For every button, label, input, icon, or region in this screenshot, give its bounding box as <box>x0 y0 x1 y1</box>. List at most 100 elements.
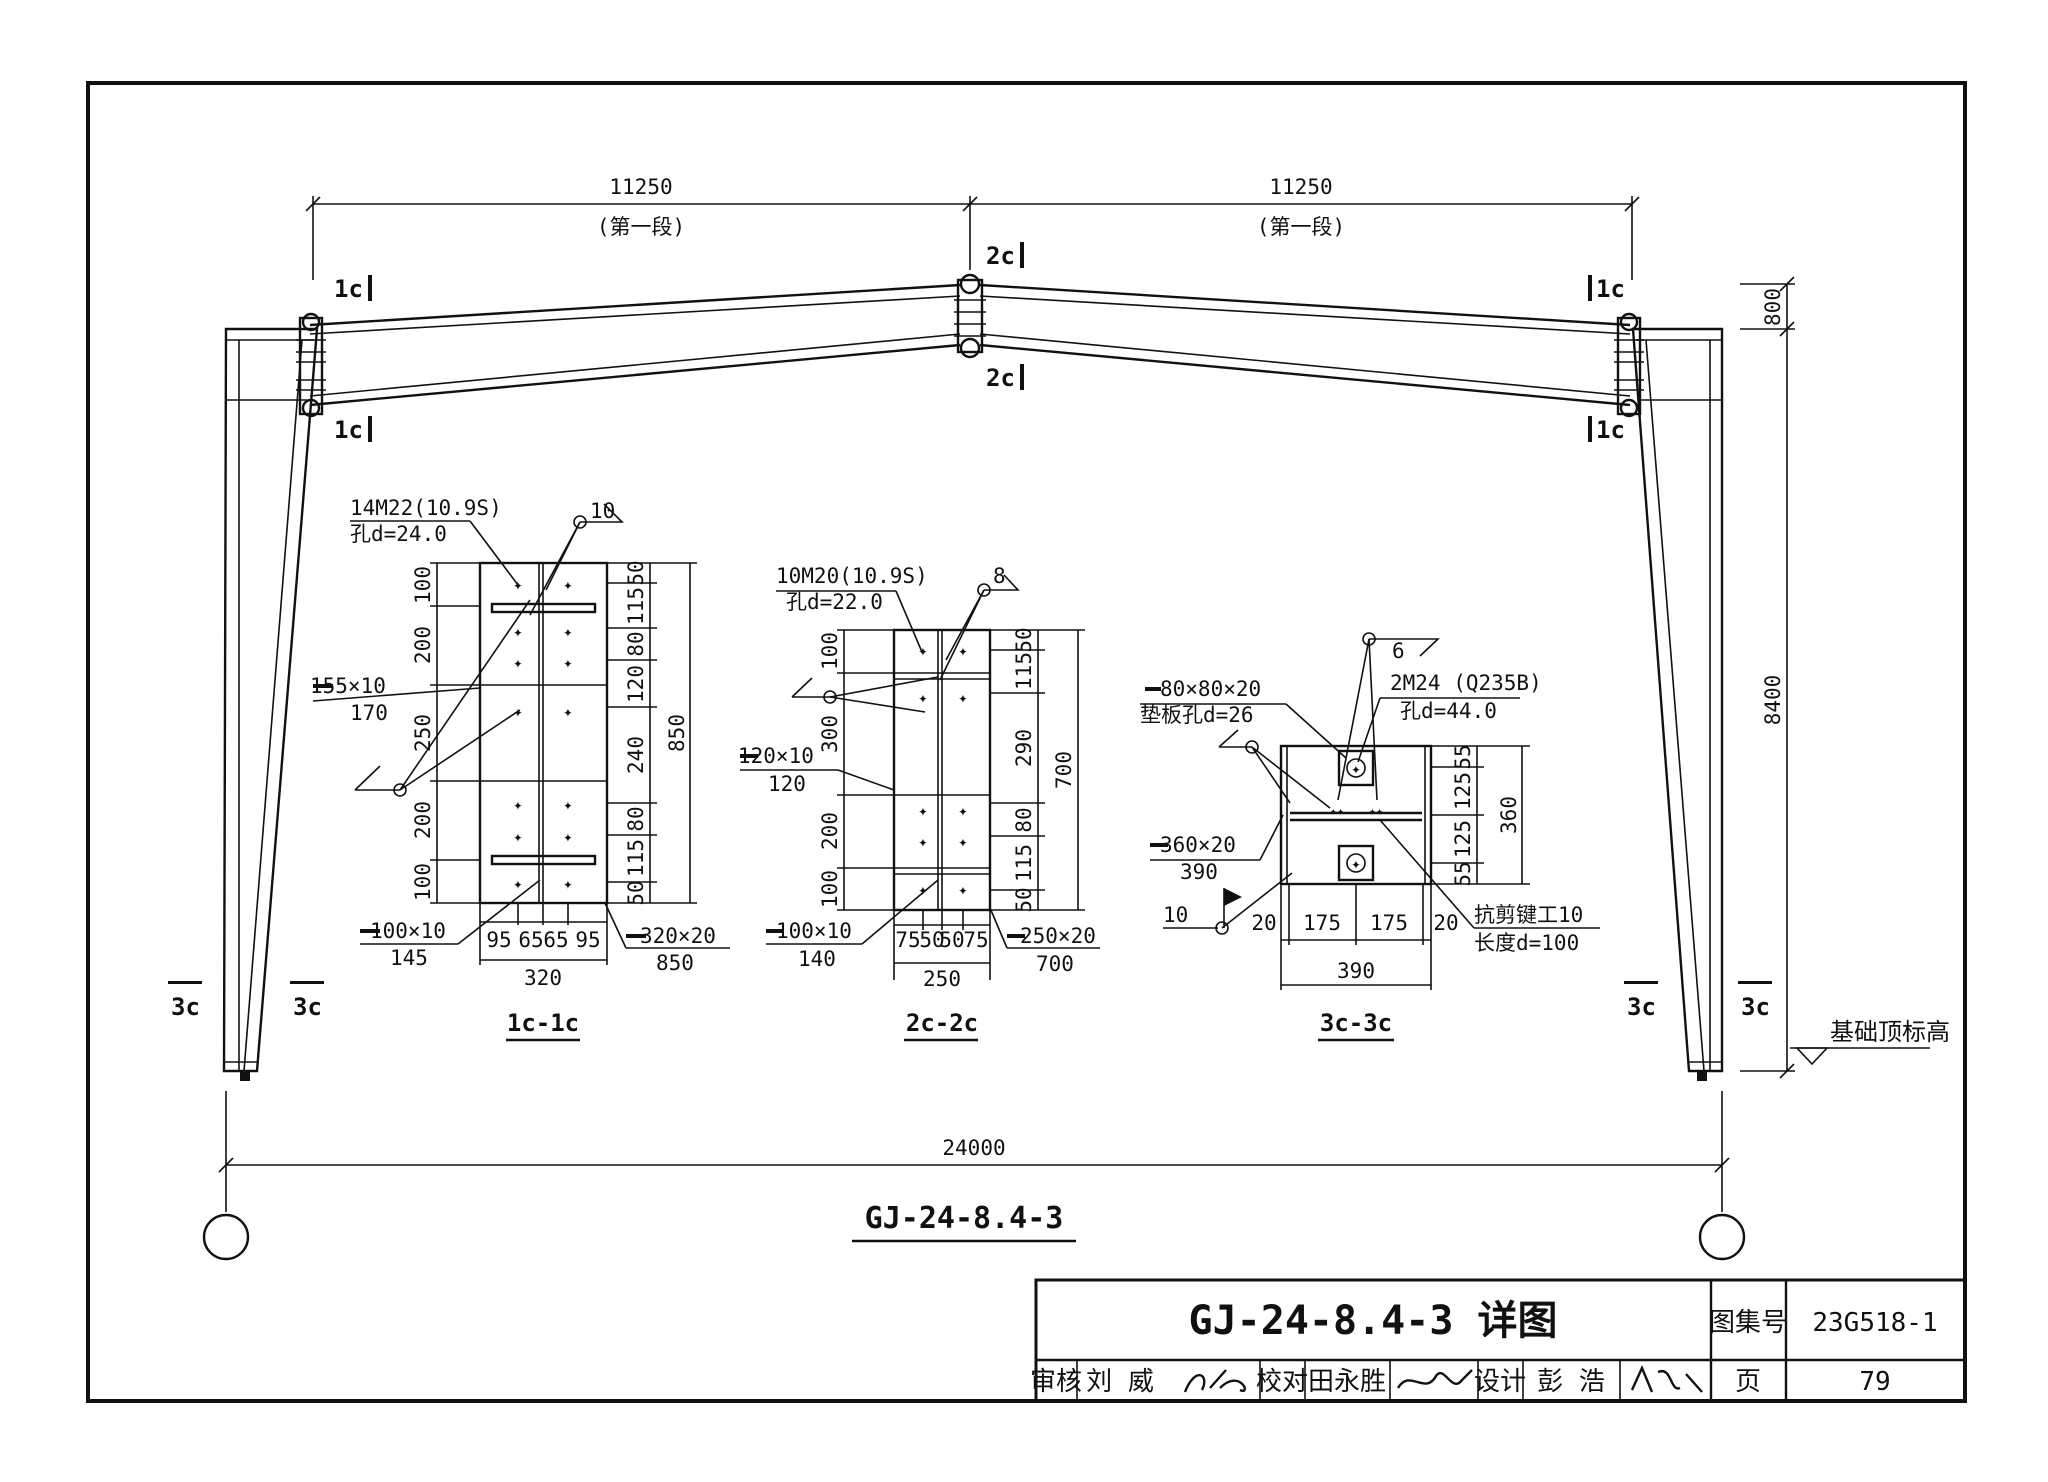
haunch-dim: 800 <box>1761 288 1785 326</box>
cut-1c-top-right: 1c <box>1596 275 1625 303</box>
svg-text:✦: ✦ <box>918 880 928 899</box>
dim-2c-right-3: 290 <box>1012 729 1036 767</box>
ridge-joint <box>954 273 986 359</box>
section-cut-markers: 1c 1c 2c 2c 1c 1c 3c 3c 3c 3c <box>168 242 1772 1021</box>
design-name: 彭 浩 <box>1537 1367 1605 1397</box>
plate-1c-b: 850 <box>656 951 694 975</box>
portal-frame: 1c 1c 2c 2c 1c 1c 3c 3c 3c 3c <box>168 175 1950 1261</box>
svg-text:✦: ✦ <box>563 827 573 846</box>
section-2c-title: 2c-2c <box>906 1009 978 1037</box>
dim-3c-right-4: 55 <box>1451 861 1475 886</box>
span-left-dim: 11250 <box>609 175 672 199</box>
frame-title: GJ-24-8.4-3 <box>865 1201 1064 1236</box>
atlas-label: 图集号 <box>1709 1308 1787 1338</box>
svg-text:✦: ✦ <box>958 832 968 851</box>
weld-3c-top: 6 <box>1392 639 1405 663</box>
cut-3c-3: 3c <box>1627 993 1656 1021</box>
plate-2c-b: 700 <box>1036 952 1074 976</box>
stiffener-2c-top-b: 120 <box>768 772 806 796</box>
dim-3c-right-3: 125 <box>1451 820 1475 858</box>
drawing-title: GJ-24-8.4-3 详图 <box>1189 1298 1558 1344</box>
svg-text:✦: ✦ <box>563 874 573 893</box>
left-rafter <box>309 283 961 407</box>
dim-1c-right-4: 120 <box>624 665 648 703</box>
dim-2c-right-4: 80 <box>1012 807 1036 832</box>
dim-1c-bottom-3: 65 <box>543 928 568 952</box>
cut-2c-top: 2c <box>986 242 1015 270</box>
axis-bubble-right <box>1698 1213 1746 1261</box>
review-label: 审核 <box>1030 1367 1082 1397</box>
height-dim: 8400 <box>1761 675 1785 726</box>
svg-text:✦: ✦ <box>513 874 523 893</box>
dim-1c-width: 320 <box>524 966 562 990</box>
dim-3c-right-2: 125 <box>1451 772 1475 810</box>
section-3c: ✦ ✦ ✦✦ ✦✦ 55 125 125 55 360 20 175 175 2… <box>1140 632 1600 1042</box>
cut-3c-2: 3c <box>293 993 322 1021</box>
segment-left-label: (第一段) <box>597 215 685 239</box>
svg-text:✦: ✦ <box>563 575 573 594</box>
review-signature <box>1183 1369 1246 1393</box>
shear-key-3c-length: 长度d=100 <box>1474 931 1579 955</box>
dim-1c-right-5: 240 <box>624 736 648 774</box>
bolts-3c-spec: 2M24 (Q235B) <box>1390 671 1542 695</box>
check-signature <box>1396 1369 1473 1389</box>
dim-2c-bottom-2: 50 <box>919 928 944 952</box>
dim-3c-right-1: 55 <box>1451 744 1475 769</box>
design-label: 设计 <box>1474 1367 1526 1397</box>
atlas-number: 23G518-1 <box>1812 1308 1937 1338</box>
left-column <box>222 327 319 1073</box>
bolts-1c-spec: 14M22(10.9S) <box>350 496 502 520</box>
dim-1c-right-7: 115 <box>624 839 648 877</box>
axis-bubble-left <box>202 1213 250 1261</box>
dim-1c-left-1: 100 <box>411 566 435 604</box>
height-dimensions: 800 8400 基础顶标高 <box>1740 276 1950 1079</box>
svg-text:✦: ✦ <box>918 688 928 707</box>
dim-1c-left-3: 250 <box>411 714 435 752</box>
dim-2c-right-2: 115 <box>1012 652 1036 690</box>
dim-1c-right-6: 80 <box>624 806 648 831</box>
dim-2c-left-4: 100 <box>818 870 842 908</box>
dim-2c-total-height: 700 <box>1052 751 1076 789</box>
base-plate-3c: 360×20 <box>1160 833 1236 857</box>
cut-2c-bottom: 2c <box>986 364 1015 392</box>
span-right-dim: 11250 <box>1269 175 1332 199</box>
dim-3c-bottom-4: 20 <box>1433 911 1458 935</box>
svg-text:✦✦: ✦✦ <box>1369 804 1383 818</box>
page-label: 页 <box>1735 1367 1761 1397</box>
section-2c: ✦✦ ✦✦ ✦✦ ✦✦ ✦✦ 100 300 200 100 50 115 29… <box>738 564 1100 1042</box>
dim-1c-left-5: 100 <box>411 863 435 901</box>
svg-text:✦: ✦ <box>563 702 573 721</box>
stiffener-1c-bottom: 100×10 <box>370 919 446 943</box>
shear-key-3c: 抗剪键工10 <box>1474 903 1583 927</box>
section-1c: ✦✦ ✦✦ ✦✦ ✦✦ ✦✦ ✦✦ ✦✦ 100 200 250 200 100 <box>310 496 730 1042</box>
dim-2c-left-1: 100 <box>818 632 842 670</box>
design-signature <box>1630 1364 1703 1393</box>
dim-1c-left-2: 200 <box>411 626 435 664</box>
dim-2c-bottom-1: 75 <box>895 928 920 952</box>
top-dimensions: 11250 11250 (第一段) (第一段) <box>305 175 1640 280</box>
dim-2c-right-5: 115 <box>1012 844 1036 882</box>
cut-1c-bottom-left: 1c <box>334 416 363 444</box>
dim-1c-right-3: 80 <box>624 631 648 656</box>
svg-text:✦: ✦ <box>513 827 523 846</box>
bolts-2c-hole: 孔d=22.0 <box>786 590 883 614</box>
svg-text:✦: ✦ <box>563 795 573 814</box>
dim-1c-left-4: 200 <box>411 801 435 839</box>
svg-text:✦: ✦ <box>563 653 573 672</box>
svg-text:✦: ✦ <box>918 641 928 660</box>
stiffener-2c-bottom: 100×10 <box>776 919 852 943</box>
bolts-2c-spec: 10M20(10.9S) <box>776 564 928 588</box>
cut-3c-1: 3c <box>171 993 200 1021</box>
right-rafter <box>979 283 1631 407</box>
svg-text:✦: ✦ <box>958 801 968 820</box>
span-dimension: 24000 <box>202 1091 1746 1261</box>
dim-2c-left-2: 300 <box>818 715 842 753</box>
washer-3c-hole: 垫板孔d=26 <box>1140 703 1254 727</box>
dim-1c-bottom-4: 95 <box>575 928 600 952</box>
dim-2c-bottom-4: 75 <box>963 928 988 952</box>
svg-text:✦: ✦ <box>513 622 523 641</box>
dim-2c-bottom-3: 50 <box>939 928 964 952</box>
cut-1c-bottom-right: 1c <box>1596 416 1625 444</box>
weld-2c: 8 <box>993 564 1006 588</box>
